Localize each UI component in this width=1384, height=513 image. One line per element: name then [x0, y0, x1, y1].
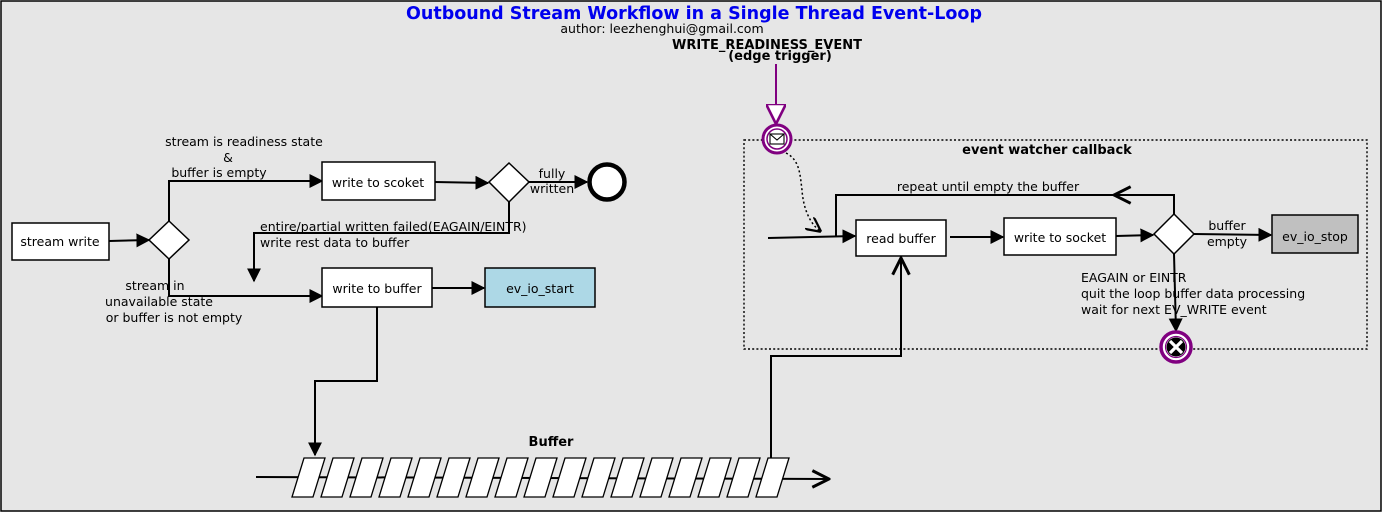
buffer-cell [291, 457, 326, 498]
flow-gateway-to-write-socket [168, 174, 324, 221]
buffer-cell [755, 457, 790, 498]
failed-label-1: entire/partial written failed(EAGAIN/EIN… [260, 219, 527, 234]
readiness-label-3: buffer is empty [171, 165, 267, 180]
write-to-socket-label: write to scoket [332, 175, 424, 190]
flow-socket-to-gateway2 [434, 175, 490, 190]
ev-io-stop-label: ev_io_stop [1282, 229, 1348, 244]
write-to-buffer-label: write to buffer [332, 281, 422, 296]
flow-buffer-empty [1193, 227, 1273, 242]
flow-eagain [1168, 253, 1183, 333]
buffer-cell [639, 457, 674, 498]
buffer-cell [610, 457, 645, 498]
fully-label-1: fully [539, 166, 566, 181]
message-start-event-icon [761, 123, 793, 155]
buffer-cells [291, 457, 790, 498]
empty-label-1: buffer [1208, 218, 1246, 233]
buffer-cell [523, 457, 558, 498]
end-event [587, 162, 627, 202]
flow-write-buffer-to-buffer [308, 307, 378, 457]
empty-label-2: empty [1207, 234, 1248, 249]
flow-repeat-loop [1114, 195, 1175, 214]
ev-io-start-label: ev_io_start [506, 281, 574, 296]
buffer-cell [581, 457, 616, 498]
flow-stream-to-gateway [108, 233, 151, 248]
read-buffer-label: read buffer [866, 231, 936, 246]
flow-into-read-buffer [767, 229, 857, 244]
event-to-read-buffer-flow [785, 152, 820, 231]
buffer-cell [668, 457, 703, 498]
buffer-cell [726, 457, 761, 498]
read-buffer-box [855, 219, 947, 257]
flow-socket-to-gateway3 [1115, 228, 1155, 243]
flow-buffer-to-read-buffer [770, 258, 901, 458]
buffer-cell [378, 457, 413, 498]
buffer-cell [552, 457, 587, 498]
flow-repeat-loop-back [835, 194, 1114, 237]
buffer-cell [697, 457, 732, 498]
flow-gateway-to-write-buffer [168, 259, 324, 303]
event-trigger-type: (edge trigger) [728, 49, 832, 64]
stream-write-label: stream write [20, 234, 100, 249]
author-text: author: leezhenghui@gmail.com [560, 21, 763, 36]
failed-label-2: write rest data to buffer [260, 235, 410, 250]
buffer-cell [436, 457, 471, 498]
flow-write-failed [247, 202, 510, 283]
write-to-socket-cb-label: write to socket [1014, 230, 1106, 245]
fully-label-2: written [530, 181, 574, 196]
unavail-label-2: unavailable state [105, 294, 213, 309]
buffer-cell [494, 457, 529, 498]
readiness-label-1: stream is readiness state [165, 134, 323, 149]
write-to-socket-box [321, 161, 436, 201]
unavail-label-3: or buffer is not empty [106, 310, 243, 325]
callback-group-frame [743, 139, 1368, 350]
cancel-end-event-icon [1159, 330, 1193, 364]
eagain-label-3: wait for next EV_WRITE event [1081, 302, 1267, 317]
eagain-label-1: EAGAIN or EINTR [1081, 270, 1187, 285]
write-to-socket-cb-box [1003, 217, 1117, 256]
callback-group-label: event watcher callback [962, 143, 1132, 158]
buffer-cell [320, 457, 355, 498]
repeat-label: repeat until empty the buffer [897, 179, 1080, 194]
buffer-cell [407, 457, 442, 498]
event-name: WRITE_READINESS_EVENT [672, 38, 862, 53]
eagain-label-2: quit the loop buffer data processing [1081, 286, 1305, 301]
buffer-label: Buffer [529, 435, 575, 450]
unavail-label-1: stream in [125, 278, 184, 293]
stream-write-box [11, 222, 110, 261]
buffer-cell [349, 457, 384, 498]
readiness-label-2: & [223, 150, 233, 165]
buffer-cell [465, 457, 500, 498]
ev-io-start-box [484, 267, 596, 308]
page-title: Outbound Stream Workflow in a Single Thr… [406, 4, 982, 24]
ev-io-stop-box [1271, 214, 1359, 254]
